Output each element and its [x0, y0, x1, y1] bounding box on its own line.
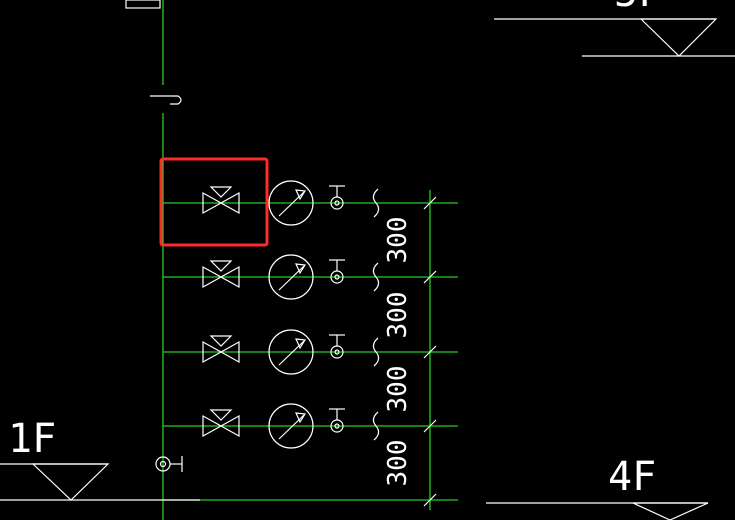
branch-2: [202, 254, 380, 300]
pressure-gauge-icon: [268, 329, 314, 375]
pipe-break-icon: [372, 188, 380, 218]
valve-icon: [202, 335, 240, 364]
pipe-break-icon: [372, 262, 380, 292]
sampling-cock-icon: [329, 185, 345, 210]
floor-markers: [0, 18, 735, 520]
dimension-tick: [423, 345, 437, 359]
right-level-triangle: [632, 502, 709, 520]
pipe-break-icon: [372, 337, 380, 367]
sampling-cock-icon: [329, 259, 345, 284]
dimension-group: 300 300 300 300: [383, 196, 437, 507]
dimension-tick: [423, 493, 437, 507]
floor-label-1f: 1F: [8, 416, 56, 462]
valve-icon: [202, 409, 240, 438]
dimension-label: 300: [383, 292, 413, 339]
pipe-cap-icon: [150, 95, 182, 105]
left-level-triangle: [31, 463, 110, 501]
sampling-cock-icon: [329, 334, 345, 359]
highlight-box: [159, 157, 269, 247]
pressure-gauge-icon: [268, 180, 314, 226]
dimension-label: 300: [383, 217, 413, 264]
pipe-break-icon: [372, 411, 380, 441]
top-fitting-icon: [125, 0, 161, 9]
dimension-tick: [423, 419, 437, 433]
branch-3: [202, 329, 380, 375]
top-right-level-triangle: [639, 18, 718, 57]
dimension-tick: [423, 196, 437, 210]
pipe-network: [0, 0, 716, 520]
valve-icon: [202, 186, 240, 215]
floor-label-5f-partial: 5F: [614, 0, 662, 16]
dimension-label: 300: [383, 440, 413, 487]
branch-group: [202, 180, 380, 449]
pressure-gauge-icon: [268, 254, 314, 300]
branch-1: [202, 180, 380, 226]
pressure-gauge-icon: [268, 403, 314, 449]
floor-label-4f: 4F: [608, 454, 656, 500]
branch-4: [202, 403, 380, 449]
sampling-cock-icon: [329, 408, 345, 433]
dimension-label: 300: [383, 366, 413, 413]
bottom-valve-icon: [155, 456, 183, 472]
valve-icon: [202, 260, 240, 289]
dimension-tick: [423, 270, 437, 284]
